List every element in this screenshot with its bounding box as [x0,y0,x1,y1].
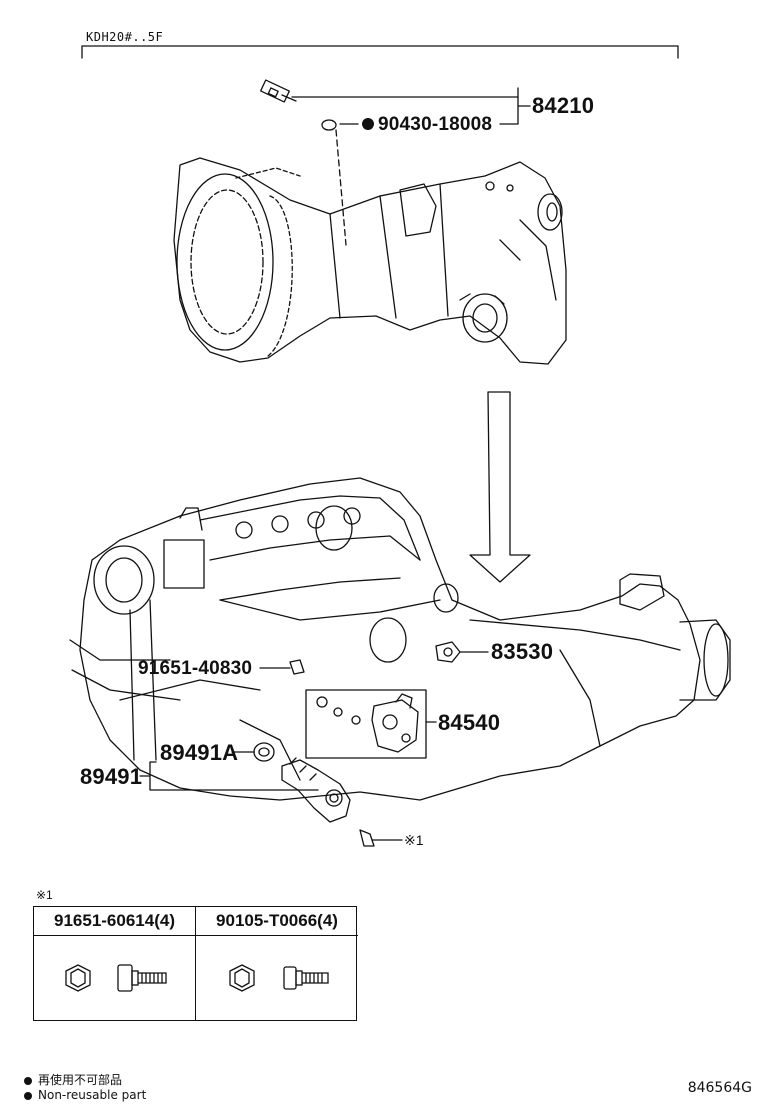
bolt-91651-40830-icon [289,659,305,675]
seal-89491a-icon [253,742,275,762]
back-up-switch-icon [260,79,337,131]
transmission-icon [173,157,567,365]
dash-leader-switch [335,129,347,246]
model-code: KDH20#..5F [86,30,164,44]
part-label-89491[interactable]: 89491 [80,764,143,789]
part-label-91651-40830[interactable]: 91651-40830 [138,658,253,679]
actuator-84540-icon [316,693,419,753]
table-col-1-part-no[interactable]: 91651-60614(4) [34,907,195,936]
sensor-83530-icon [435,641,461,663]
part-label-89491a[interactable]: 89491A [160,740,239,765]
part-label-84210[interactable]: 84210 [532,93,595,118]
engine-assembly-icon [69,477,731,801]
header-bracket [81,45,679,59]
legend-jp: 再使用不可部品 [24,1071,122,1088]
non-reusable-dot [362,118,374,130]
legend-dot-en [24,1091,32,1100]
catalog-number: 846564G [687,1080,752,1096]
ref-mark-bolt: ※1 [404,832,424,848]
legend-en: Non-reusable part [24,1088,146,1102]
flange-bolt-2-icon [229,964,329,992]
bolt-table: 91651-60614(4) 90105-T0066(4) [33,906,358,1021]
table-col-1: 91651-60614(4) [34,907,196,1020]
part-label-84540[interactable]: 84540 [438,710,501,735]
part-label-83530[interactable]: 83530 [491,639,554,664]
table-col-2-part-no[interactable]: 90105-T0066(4) [196,907,358,936]
bolt-ref1-icon [359,829,403,847]
legend-jp-text: 再使用不可部品 [38,1073,123,1087]
part-label-90430-18008[interactable]: 90430-18008 [378,114,493,135]
legend-en-text: Non-reusable part [38,1088,147,1102]
bracket-89491 [139,761,319,791]
release-cylinder-89491-icon [281,757,351,823]
flange-bolt-1-icon [65,964,167,992]
table-col-2: 90105-T0066(4) [196,907,358,1020]
table-ref-mark: ※1 [36,888,53,902]
install-arrow [469,391,531,583]
legend-dot-jp [24,1076,32,1085]
actuator-kit-box [305,689,427,759]
